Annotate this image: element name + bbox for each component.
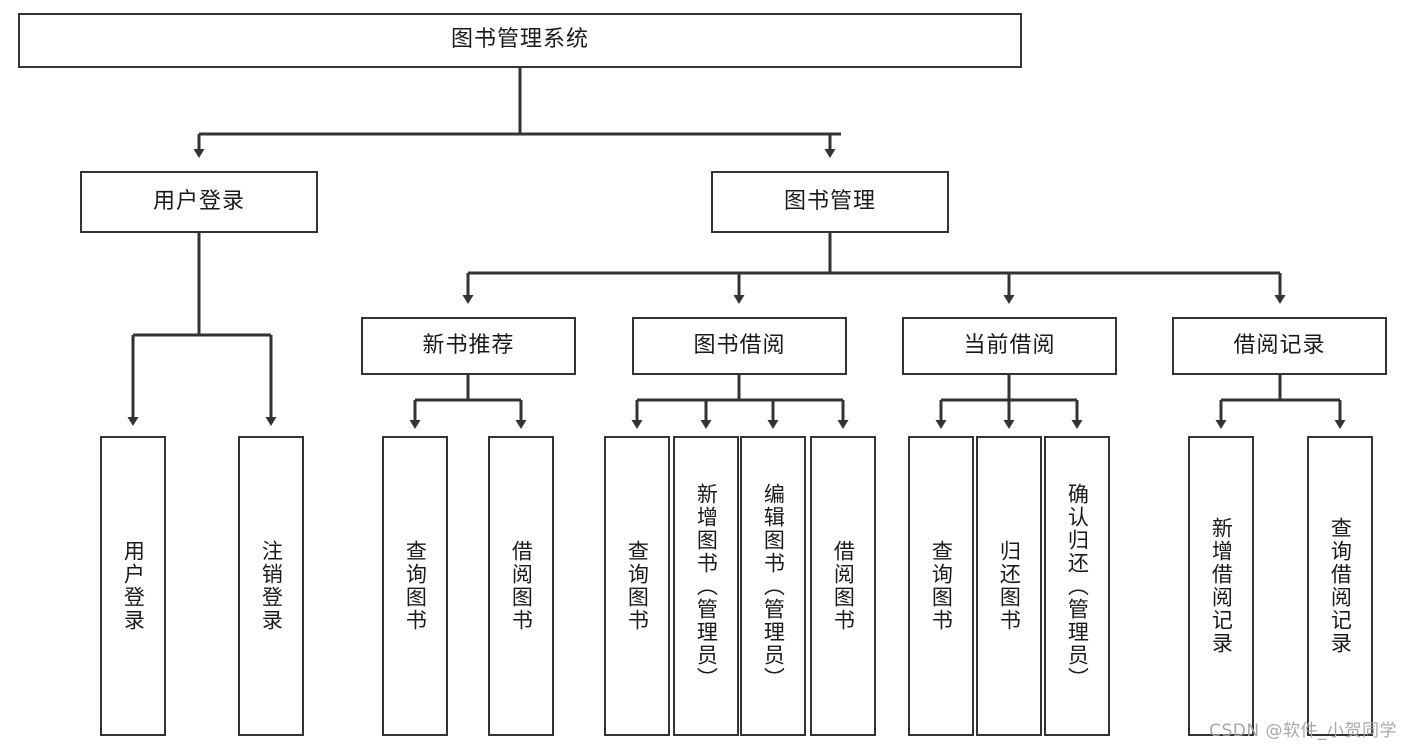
node-label: 新增图书（管理员） <box>694 482 719 690</box>
node-label: 图书管理 <box>783 188 876 214</box>
node-book-management-system[interactable]: 图书管理系统 <box>18 13 1022 68</box>
node-label: 注销登录 <box>259 540 284 632</box>
node-label: 查询图书 <box>929 540 954 632</box>
node-label: 借阅图书 <box>831 540 856 632</box>
node-label: 确认归还（管理员） <box>1065 482 1090 690</box>
node-book-borrow[interactable]: 图书借阅 <box>632 317 847 375</box>
node-new-book-recommend[interactable]: 新书推荐 <box>361 317 576 375</box>
leaf-current-query-book[interactable]: 查询图书 <box>908 436 974 736</box>
leaf-current-return-book[interactable]: 归还图书 <box>976 436 1042 736</box>
node-label: 用户登录 <box>152 188 245 214</box>
node-label: 编辑图书（管理员） <box>761 482 786 690</box>
leaf-user-login-login[interactable]: 用户登录 <box>100 436 166 736</box>
leaf-borrow-borrow-book[interactable]: 借阅图书 <box>810 436 876 736</box>
node-user-login[interactable]: 用户登录 <box>80 171 318 233</box>
node-label: 归还图书 <box>997 540 1022 632</box>
node-label: 查询图书 <box>403 540 428 632</box>
csdn-watermark: CSDN @软件_小贺同学 <box>1209 721 1397 741</box>
node-label: 借阅记录 <box>1233 332 1326 358</box>
node-label: 查询借阅记录 <box>1328 517 1353 655</box>
leaf-user-login-logout[interactable]: 注销登录 <box>238 436 304 736</box>
node-label: 图书借阅 <box>693 332 786 358</box>
node-label: 用户登录 <box>121 540 146 632</box>
leaf-record-query-record[interactable]: 查询借阅记录 <box>1307 436 1373 736</box>
leaf-newbook-borrow-book[interactable]: 借阅图书 <box>488 436 554 736</box>
node-current-borrow[interactable]: 当前借阅 <box>902 317 1117 375</box>
leaf-record-add-record[interactable]: 新增借阅记录 <box>1188 436 1254 736</box>
leaf-borrow-query-book[interactable]: 查询图书 <box>604 436 670 736</box>
leaf-borrow-add-book-admin[interactable]: 新增图书（管理员） <box>673 436 739 736</box>
node-label: 图书管理系统 <box>450 27 589 53</box>
leaf-borrow-edit-book-admin[interactable]: 编辑图书（管理员） <box>740 436 806 736</box>
node-book-management[interactable]: 图书管理 <box>711 171 949 233</box>
leaf-newbook-query-book[interactable]: 查询图书 <box>382 436 448 736</box>
node-borrow-record[interactable]: 借阅记录 <box>1172 317 1387 375</box>
node-label: 查询图书 <box>625 540 650 632</box>
node-label: 新书推荐 <box>422 332 515 358</box>
node-label: 新增借阅记录 <box>1209 517 1234 655</box>
leaf-current-confirm-return-admin[interactable]: 确认归还（管理员） <box>1044 436 1110 736</box>
node-label: 借阅图书 <box>509 540 534 632</box>
node-label: 当前借阅 <box>963 332 1056 358</box>
